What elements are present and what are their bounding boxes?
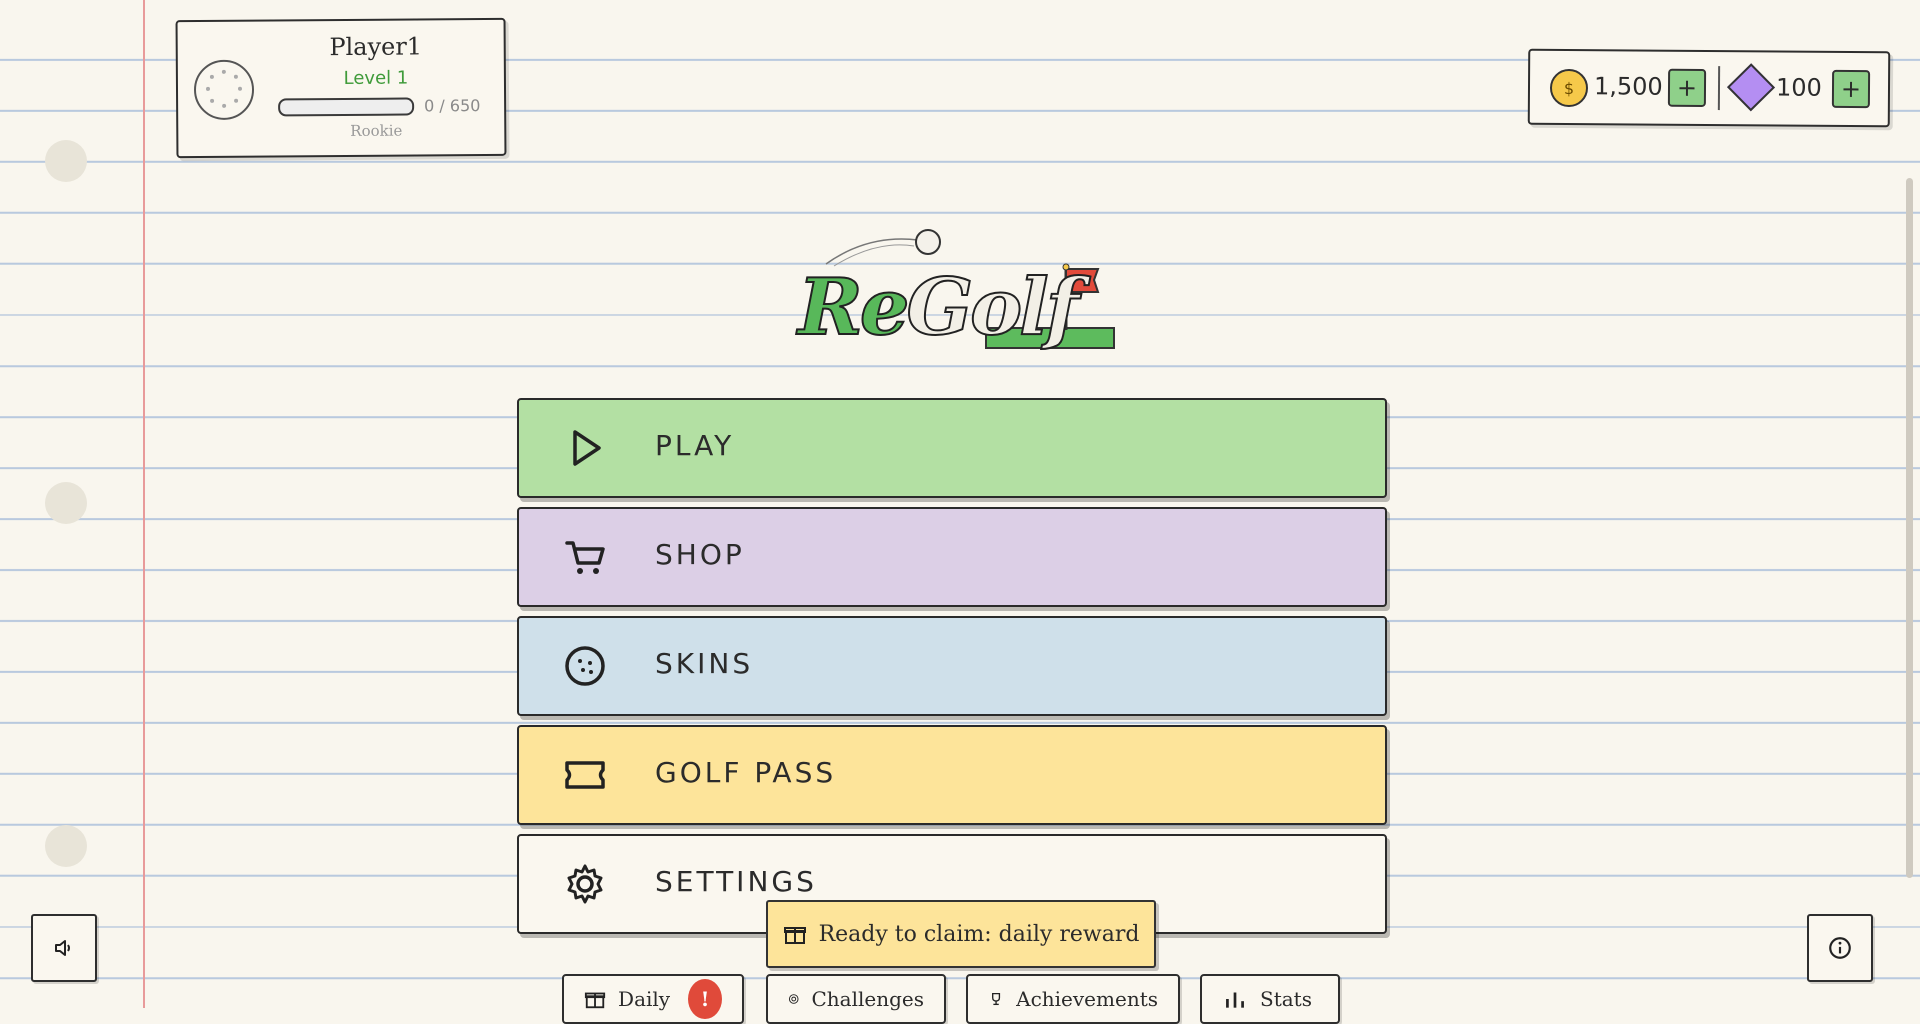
coin-icon: $ bbox=[1550, 69, 1588, 107]
shop-label: SHOP bbox=[655, 509, 745, 601]
xp-text: 0 / 650 bbox=[424, 96, 480, 115]
ticket-icon bbox=[563, 753, 607, 797]
toast-text: Ready to claim: daily reward bbox=[819, 922, 1140, 947]
binder-hole bbox=[45, 482, 87, 524]
target-icon bbox=[788, 986, 799, 1012]
daily-reward-toast[interactable]: Ready to claim: daily reward bbox=[766, 900, 1156, 968]
skins-label: SKINS bbox=[655, 618, 753, 710]
tab-challenges-label: Challenges bbox=[811, 987, 924, 1011]
sound-toggle-button[interactable] bbox=[31, 914, 97, 982]
trophy-icon bbox=[988, 986, 1004, 1012]
game-logo: ReGolf bbox=[788, 224, 1128, 354]
shop-button[interactable]: SHOP bbox=[517, 507, 1387, 607]
tab-achievements-label: Achievements bbox=[1016, 987, 1158, 1011]
gem-icon bbox=[1727, 63, 1775, 111]
info-button[interactable] bbox=[1807, 914, 1873, 982]
add-coins-button[interactable]: + bbox=[1668, 69, 1706, 107]
tab-stats-label: Stats bbox=[1260, 987, 1312, 1011]
gift-icon bbox=[783, 922, 807, 946]
bar-chart-icon bbox=[1222, 986, 1248, 1012]
logo-text: ReGolf bbox=[798, 262, 1076, 353]
info-icon bbox=[1827, 935, 1853, 961]
gift-icon bbox=[584, 986, 606, 1012]
play-label: PLAY bbox=[655, 400, 734, 492]
scrollbar[interactable] bbox=[1906, 178, 1913, 878]
currency-panel: $ 1,500 + 100 + bbox=[1528, 49, 1891, 128]
player-profile-card[interactable]: Player1 Level 1 0 / 650 Rookie bbox=[176, 18, 507, 158]
add-gems-button[interactable]: + bbox=[1832, 70, 1870, 108]
binder-hole bbox=[45, 140, 87, 182]
tab-stats[interactable]: Stats bbox=[1200, 974, 1340, 1024]
golf-pass-button[interactable]: GOLF PASS bbox=[517, 725, 1387, 825]
tab-achievements[interactable]: Achievements bbox=[966, 974, 1180, 1024]
notebook-margin-line bbox=[143, 0, 145, 1008]
tab-challenges[interactable]: Challenges bbox=[766, 974, 946, 1024]
coin-balance: 1,500 bbox=[1594, 69, 1663, 103]
xp-progress-bar bbox=[278, 97, 414, 116]
tab-daily-label: Daily bbox=[618, 987, 670, 1011]
golf-pass-label: GOLF PASS bbox=[655, 727, 836, 819]
play-icon bbox=[563, 426, 607, 470]
player-rank: Rookie bbox=[178, 121, 504, 141]
player-level: Level 1 bbox=[178, 67, 504, 90]
player-name: Player1 bbox=[178, 32, 504, 62]
cart-icon bbox=[563, 535, 607, 579]
skins-button[interactable]: SKINS bbox=[517, 616, 1387, 716]
notification-badge: ! bbox=[688, 979, 722, 1019]
play-button[interactable]: PLAY bbox=[517, 398, 1387, 498]
speaker-icon bbox=[52, 936, 76, 960]
binder-hole bbox=[45, 825, 87, 867]
tab-daily[interactable]: Daily ! bbox=[562, 974, 744, 1024]
currency-divider bbox=[1718, 66, 1720, 110]
golf-ball-icon bbox=[563, 644, 607, 688]
gem-balance: 100 bbox=[1776, 70, 1822, 104]
gear-icon bbox=[563, 862, 607, 906]
